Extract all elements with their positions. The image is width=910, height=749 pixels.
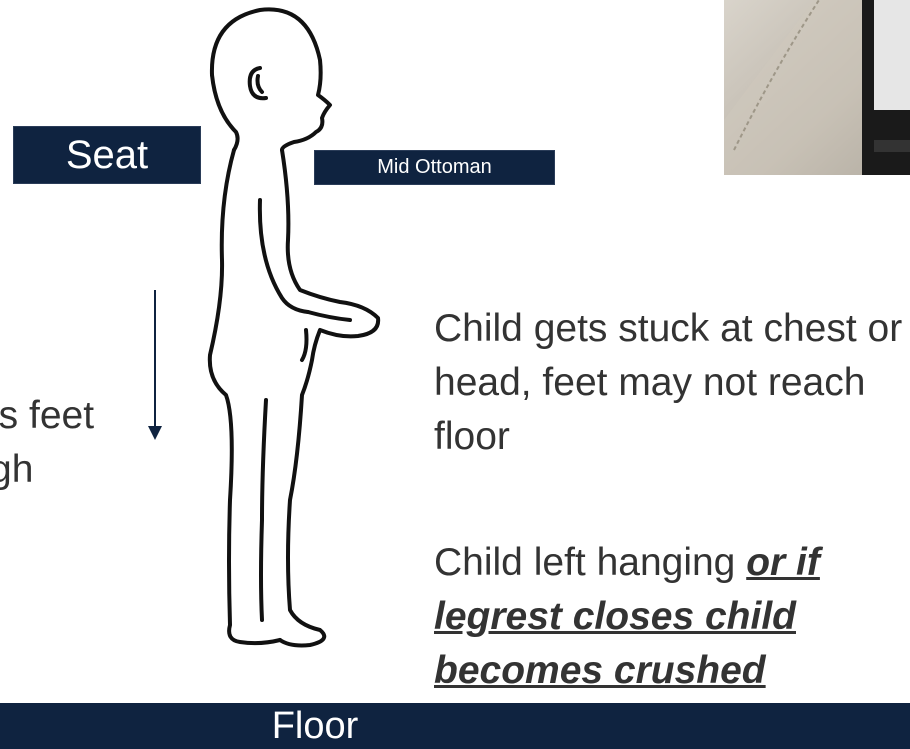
warning-text: Child left hanging or if legrest closes … bbox=[434, 536, 910, 698]
floor-bar: Floor bbox=[0, 703, 910, 749]
stuck-description: Child gets stuck at chest or head, feet … bbox=[434, 302, 910, 464]
warning-prefix: Child left hanging bbox=[434, 541, 746, 584]
left-cutoff-text: ls feet gh bbox=[0, 389, 94, 497]
seat-photo bbox=[724, 0, 910, 175]
mid-ottoman-label: Mid Ottoman bbox=[377, 156, 491, 179]
floor-label: Floor bbox=[272, 705, 359, 748]
child-figure-icon bbox=[190, 0, 390, 660]
seat-label-box: Seat bbox=[13, 126, 201, 184]
down-arrow-icon bbox=[140, 288, 170, 443]
seat-label: Seat bbox=[66, 133, 148, 178]
